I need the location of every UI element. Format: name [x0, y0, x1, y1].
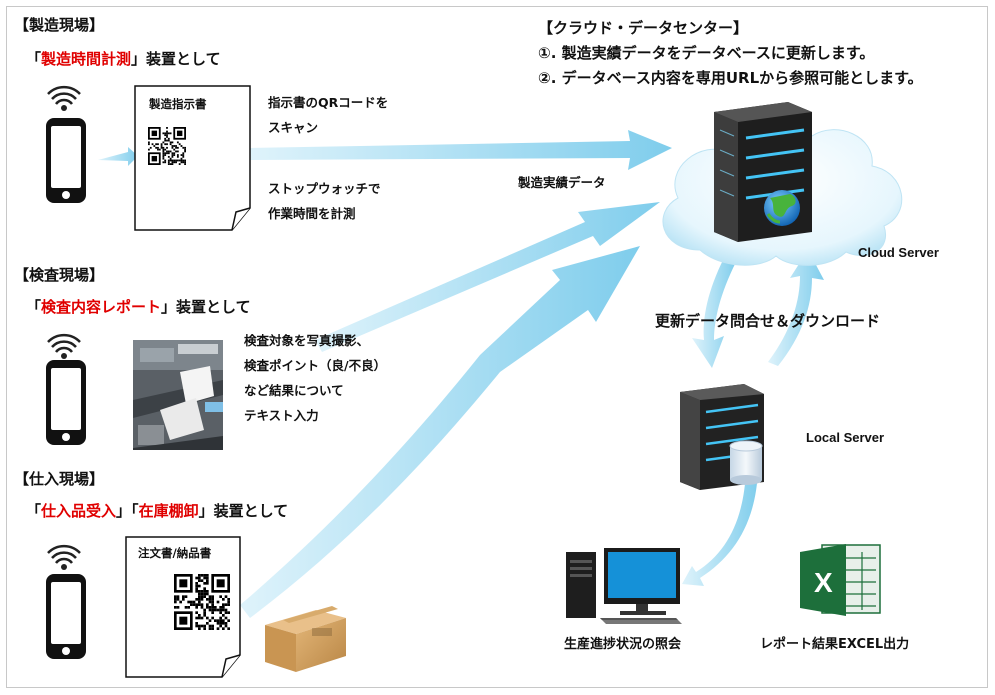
arrow-cloud-to-local — [692, 258, 736, 368]
purchasing-section-title: 【仕入現場】 — [14, 470, 105, 488]
scan-line-2: スキャン — [268, 120, 319, 135]
quote-close: 」 — [131, 50, 147, 68]
excel-label: レポート結果EXCEL出力 — [760, 637, 910, 652]
timer-line-1: ストップウォッチで — [268, 181, 381, 196]
manufacturing-section-title: 【製造現場】 — [14, 16, 105, 34]
arrow-phone-to-doc — [98, 147, 138, 166]
arrow-inspection-to-cloud — [315, 202, 660, 352]
timer-line-2: 作業時間を計測 — [268, 206, 356, 221]
qr-code-icon-manufacturing — [148, 127, 186, 165]
arrow-local-to-cloud — [768, 250, 824, 366]
phone-icon-manufacturing — [46, 85, 86, 203]
inspection-device-heading: 「検査内容レポート」装置として — [26, 296, 251, 317]
upload-data-label: 製造実績データ — [518, 175, 606, 190]
diagram-frame — [6, 6, 988, 688]
cloud-server-icon — [714, 102, 812, 242]
scan-instruction: 指示書のQRコードを スキャン — [268, 90, 388, 140]
inspection-description: 検査対象を写真撮影、 検査ポイント（良/不良） など結果について テキスト入力 — [244, 328, 386, 428]
purchasing-device-name-1: 仕入品受入 — [41, 502, 117, 520]
excel-letter: X — [814, 567, 833, 598]
quote-open: 「 — [26, 502, 42, 520]
local-server-icon — [680, 384, 764, 490]
excel-icon: X — [800, 544, 881, 616]
quote-open: 「 — [26, 50, 42, 68]
inspection-line-3: など結果について — [244, 383, 344, 398]
cloud-title: 【クラウド・データセンター】 — [538, 19, 749, 37]
purchasing-device-name-2: 在庫棚卸 — [138, 502, 199, 520]
inspection-suffix: 装置として — [176, 298, 251, 316]
purchasing-document-title: 注文書/納品書 — [138, 546, 212, 560]
cardboard-box-icon — [265, 606, 346, 672]
database-icon — [729, 440, 763, 485]
quote-open: 「 — [26, 298, 42, 316]
sync-label: 更新データ問合せ＆ダウンロード — [655, 312, 881, 330]
quote-close: 」 — [161, 298, 177, 316]
cloud-item-1: ①. 製造実績データをデータベースに更新します。 — [538, 44, 875, 62]
desktop-pc-icon — [566, 548, 682, 624]
cloud-server-label: Cloud Server — [858, 245, 939, 260]
timer-instruction: ストップウォッチで 作業時間を計測 — [268, 176, 381, 226]
inspection-line-2: 検査ポイント（良/不良） — [244, 358, 387, 373]
inspection-photo — [133, 340, 223, 450]
manufacturing-device-name: 製造時間計測 — [41, 50, 132, 68]
inspection-section-title: 【検査現場】 — [14, 266, 105, 284]
document-icon-manufacturing — [134, 85, 251, 231]
quote-close: 」 — [198, 502, 214, 520]
cloud-item-2: ②. データベース内容を専用URLから参照可能とします。 — [538, 69, 923, 87]
manufacturing-document-title: 製造指示書 — [149, 97, 207, 111]
manufacturing-device-heading: 「製造時間計測」装置として — [26, 48, 221, 69]
purchasing-device-heading: 「仕入品受入」「在庫棚卸」装置として — [26, 500, 288, 521]
pc-label: 生産進捗状況の照会 — [564, 637, 682, 652]
purchasing-suffix: 装置として — [213, 502, 289, 520]
quote-open: 「 — [131, 502, 139, 520]
phone-icon-inspection — [46, 333, 86, 445]
arrow-purchasing-to-cloud — [240, 246, 640, 618]
manufacturing-suffix: 装置として — [146, 50, 221, 68]
quote-close: 」 — [116, 502, 132, 520]
local-server-label: Local Server — [806, 430, 885, 445]
document-icon-purchasing — [125, 536, 241, 678]
cloud-section: 【クラウド・データセンター】 ①. 製造実績データをデータベースに更新します。 … — [538, 16, 923, 91]
inspection-line-4: テキスト入力 — [244, 408, 319, 423]
phone-icon-purchasing — [46, 544, 86, 659]
qr-code-icon-purchasing — [174, 574, 230, 630]
arrow-manufacturing-to-cloud — [250, 130, 672, 170]
inspection-device-name: 検査内容レポート — [41, 298, 162, 316]
inspection-line-1: 検査対象を写真撮影、 — [244, 333, 370, 348]
scan-line-1: 指示書のQRコードを — [268, 95, 389, 110]
